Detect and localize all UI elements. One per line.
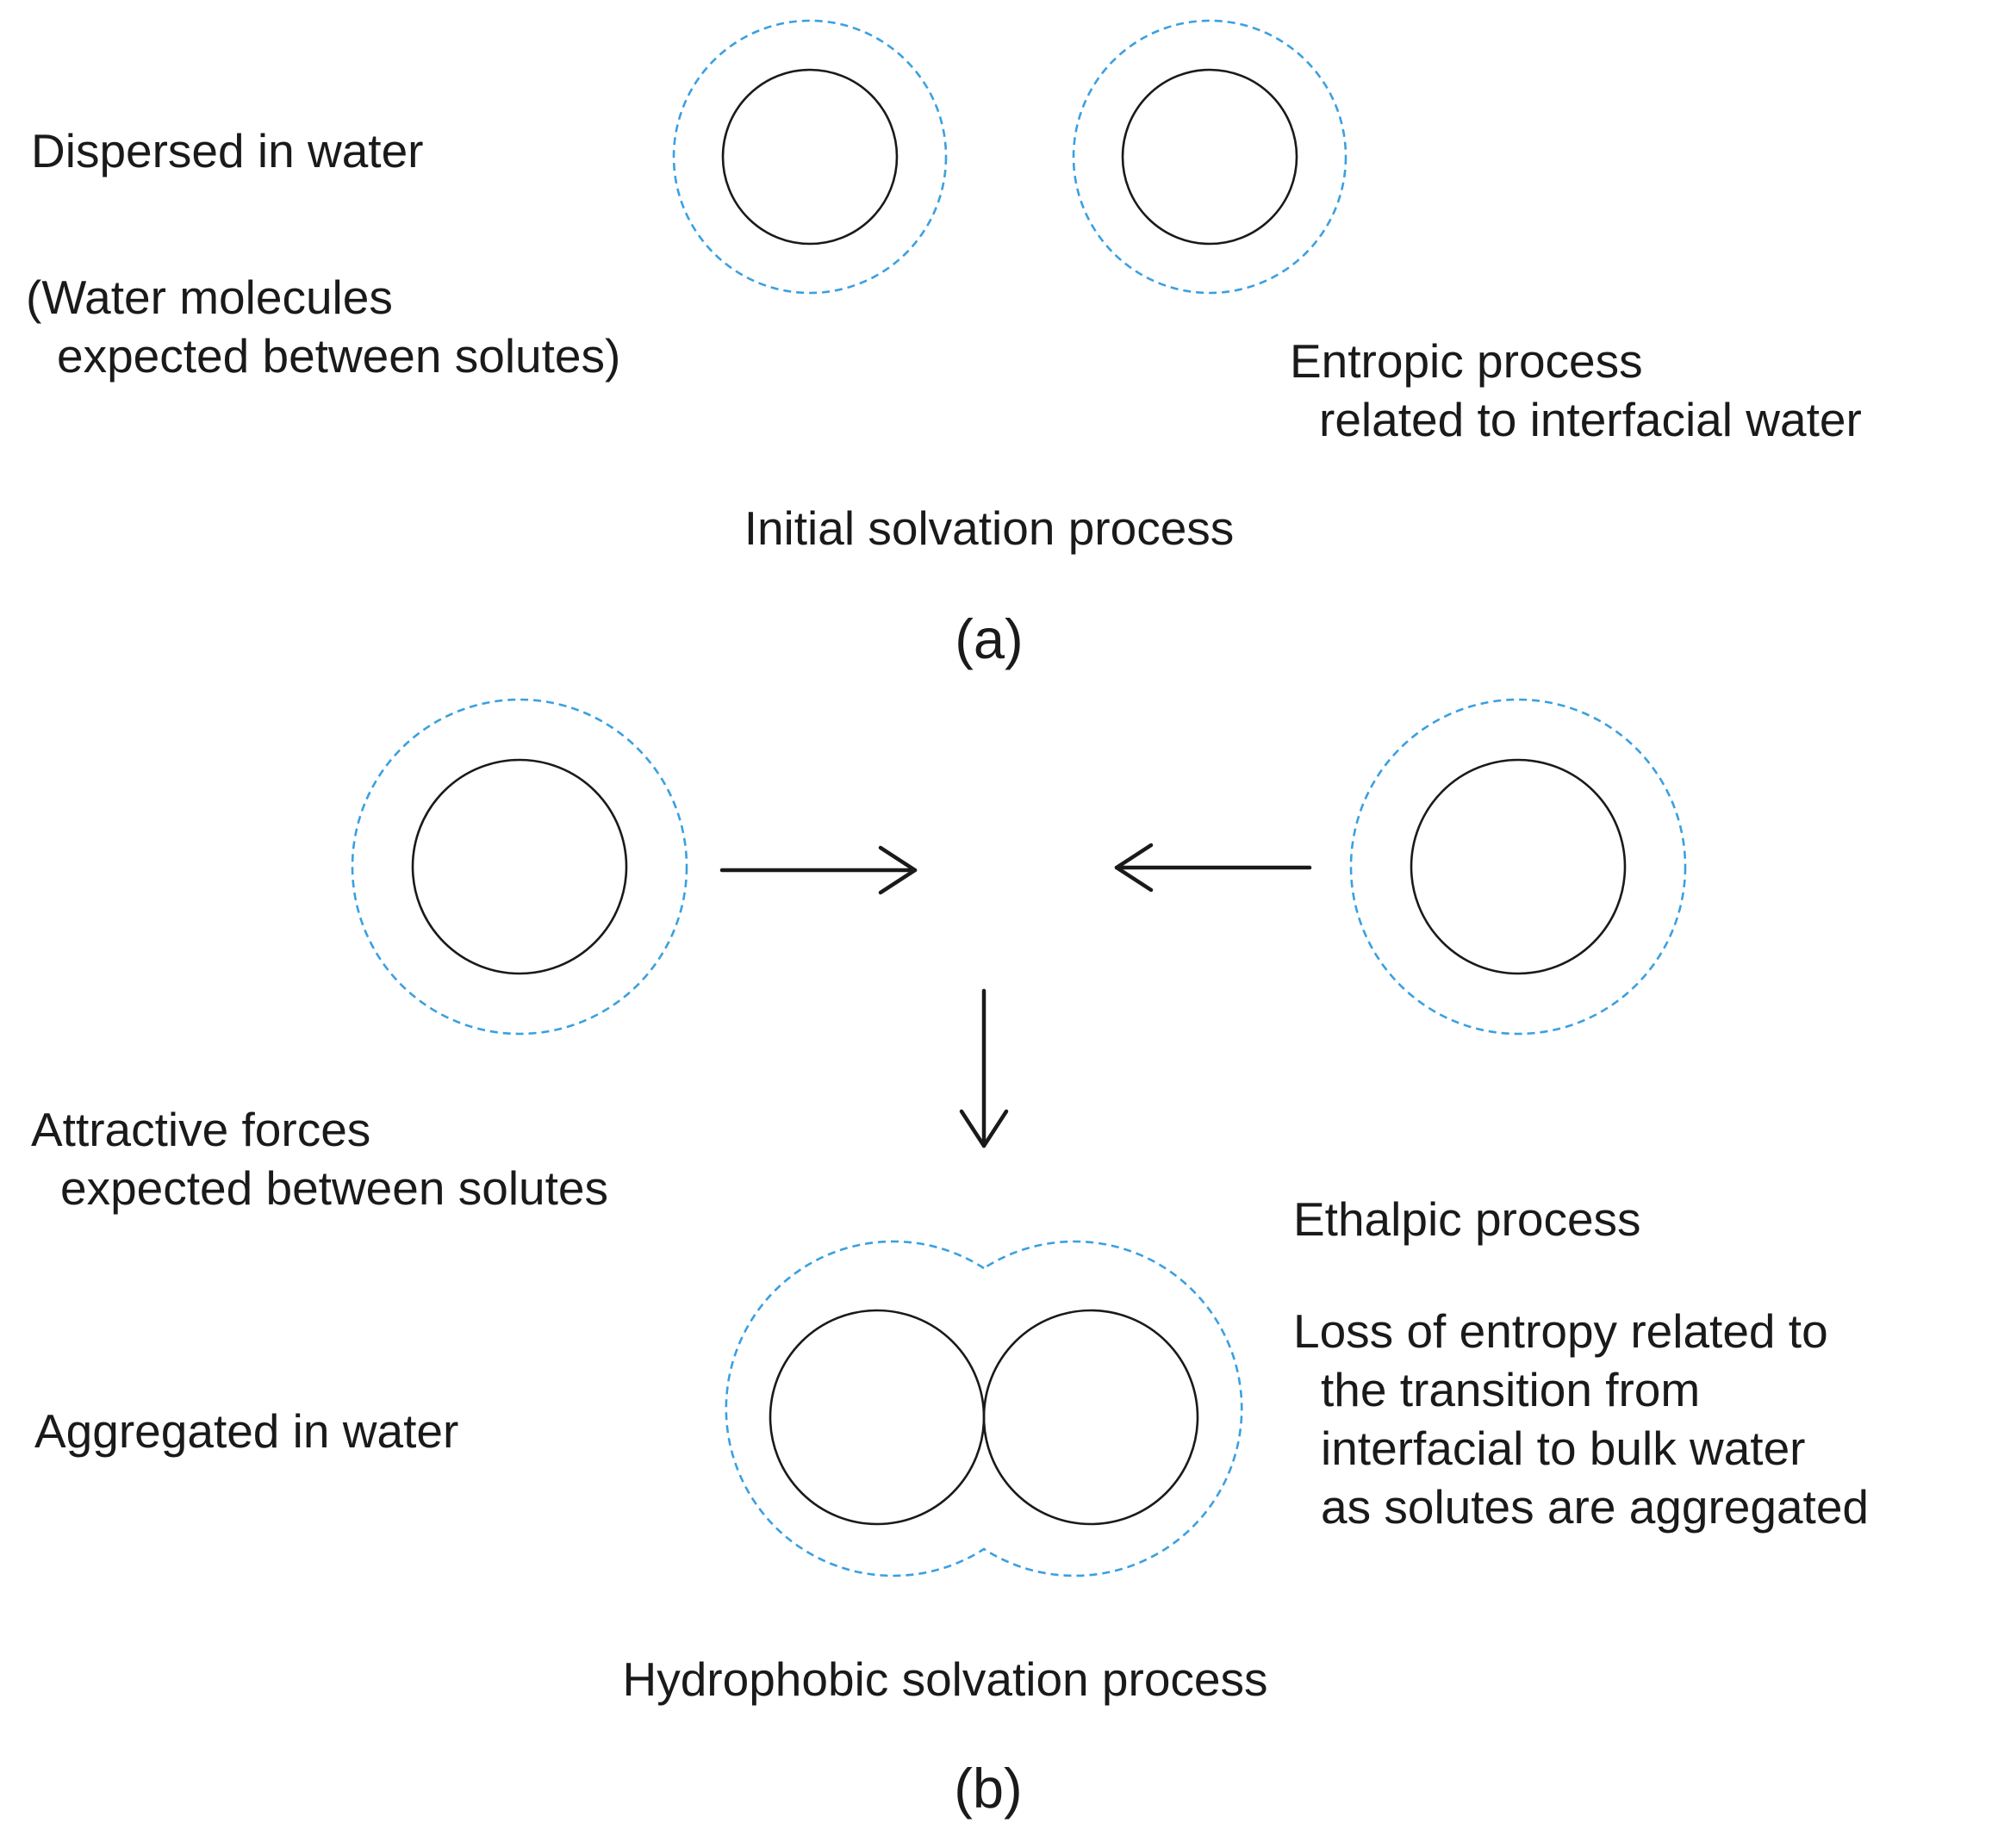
caption-hydrophobic-solvation: Hydrophobic solvation process [623, 1652, 1268, 1706]
merged-hydration-shell [725, 1240, 1243, 1577]
arrow-left [1114, 843, 1312, 893]
solute-particle [411, 758, 628, 975]
solute-particle [982, 1309, 1199, 1526]
hydration-shell [672, 19, 948, 295]
caption-initial-solvation: Initial solvation process [744, 501, 1235, 555]
label-loss-line3: interfacial to bulk water [1321, 1422, 1806, 1475]
solute-b-right [1349, 698, 1687, 1036]
solute-particle [1121, 68, 1298, 246]
panel-b: Attractive forces expected between solut… [31, 698, 1869, 1820]
aggregated-solutes [725, 1240, 1243, 1577]
solute-particle [769, 1309, 986, 1526]
label-entropic-line1: Entropic process [1290, 334, 1643, 388]
solute-particle [721, 68, 899, 246]
panel-tag-b: (b) [954, 1757, 1022, 1820]
panel-a: Dispersed in water (Water molecules expe… [26, 19, 1862, 670]
solute-particle [1410, 758, 1627, 975]
arrow-right [719, 845, 918, 895]
solute-a-right [1072, 19, 1348, 295]
hydration-shell [1072, 19, 1348, 295]
label-loss-line4: as solutes are aggregated [1321, 1480, 1869, 1534]
label-attractive-line2: expected between solutes [60, 1161, 608, 1215]
solute-a-left [672, 19, 948, 295]
panel-tag-a: (a) [955, 607, 1023, 670]
solute-b-left [351, 698, 688, 1036]
label-water-molecules-line1: (Water molecules [26, 271, 393, 324]
arrow-down [959, 988, 1009, 1148]
label-loss-line2: the transition from [1321, 1363, 1700, 1416]
label-dispersed-in-water: Dispersed in water [31, 124, 423, 177]
label-water-molecules-line2: expected between solutes) [57, 329, 620, 383]
label-ethalpic-process: Ethalpic process [1293, 1192, 1641, 1246]
label-loss-line1: Loss of entropy related to [1293, 1304, 1828, 1358]
hydration-shell [351, 698, 688, 1036]
hydration-shell [1349, 698, 1687, 1036]
label-aggregated-in-water: Aggregated in water [34, 1404, 458, 1458]
label-attractive-line1: Attractive forces [31, 1103, 370, 1156]
label-entropic-line2: related to interfacial water [1319, 393, 1862, 446]
